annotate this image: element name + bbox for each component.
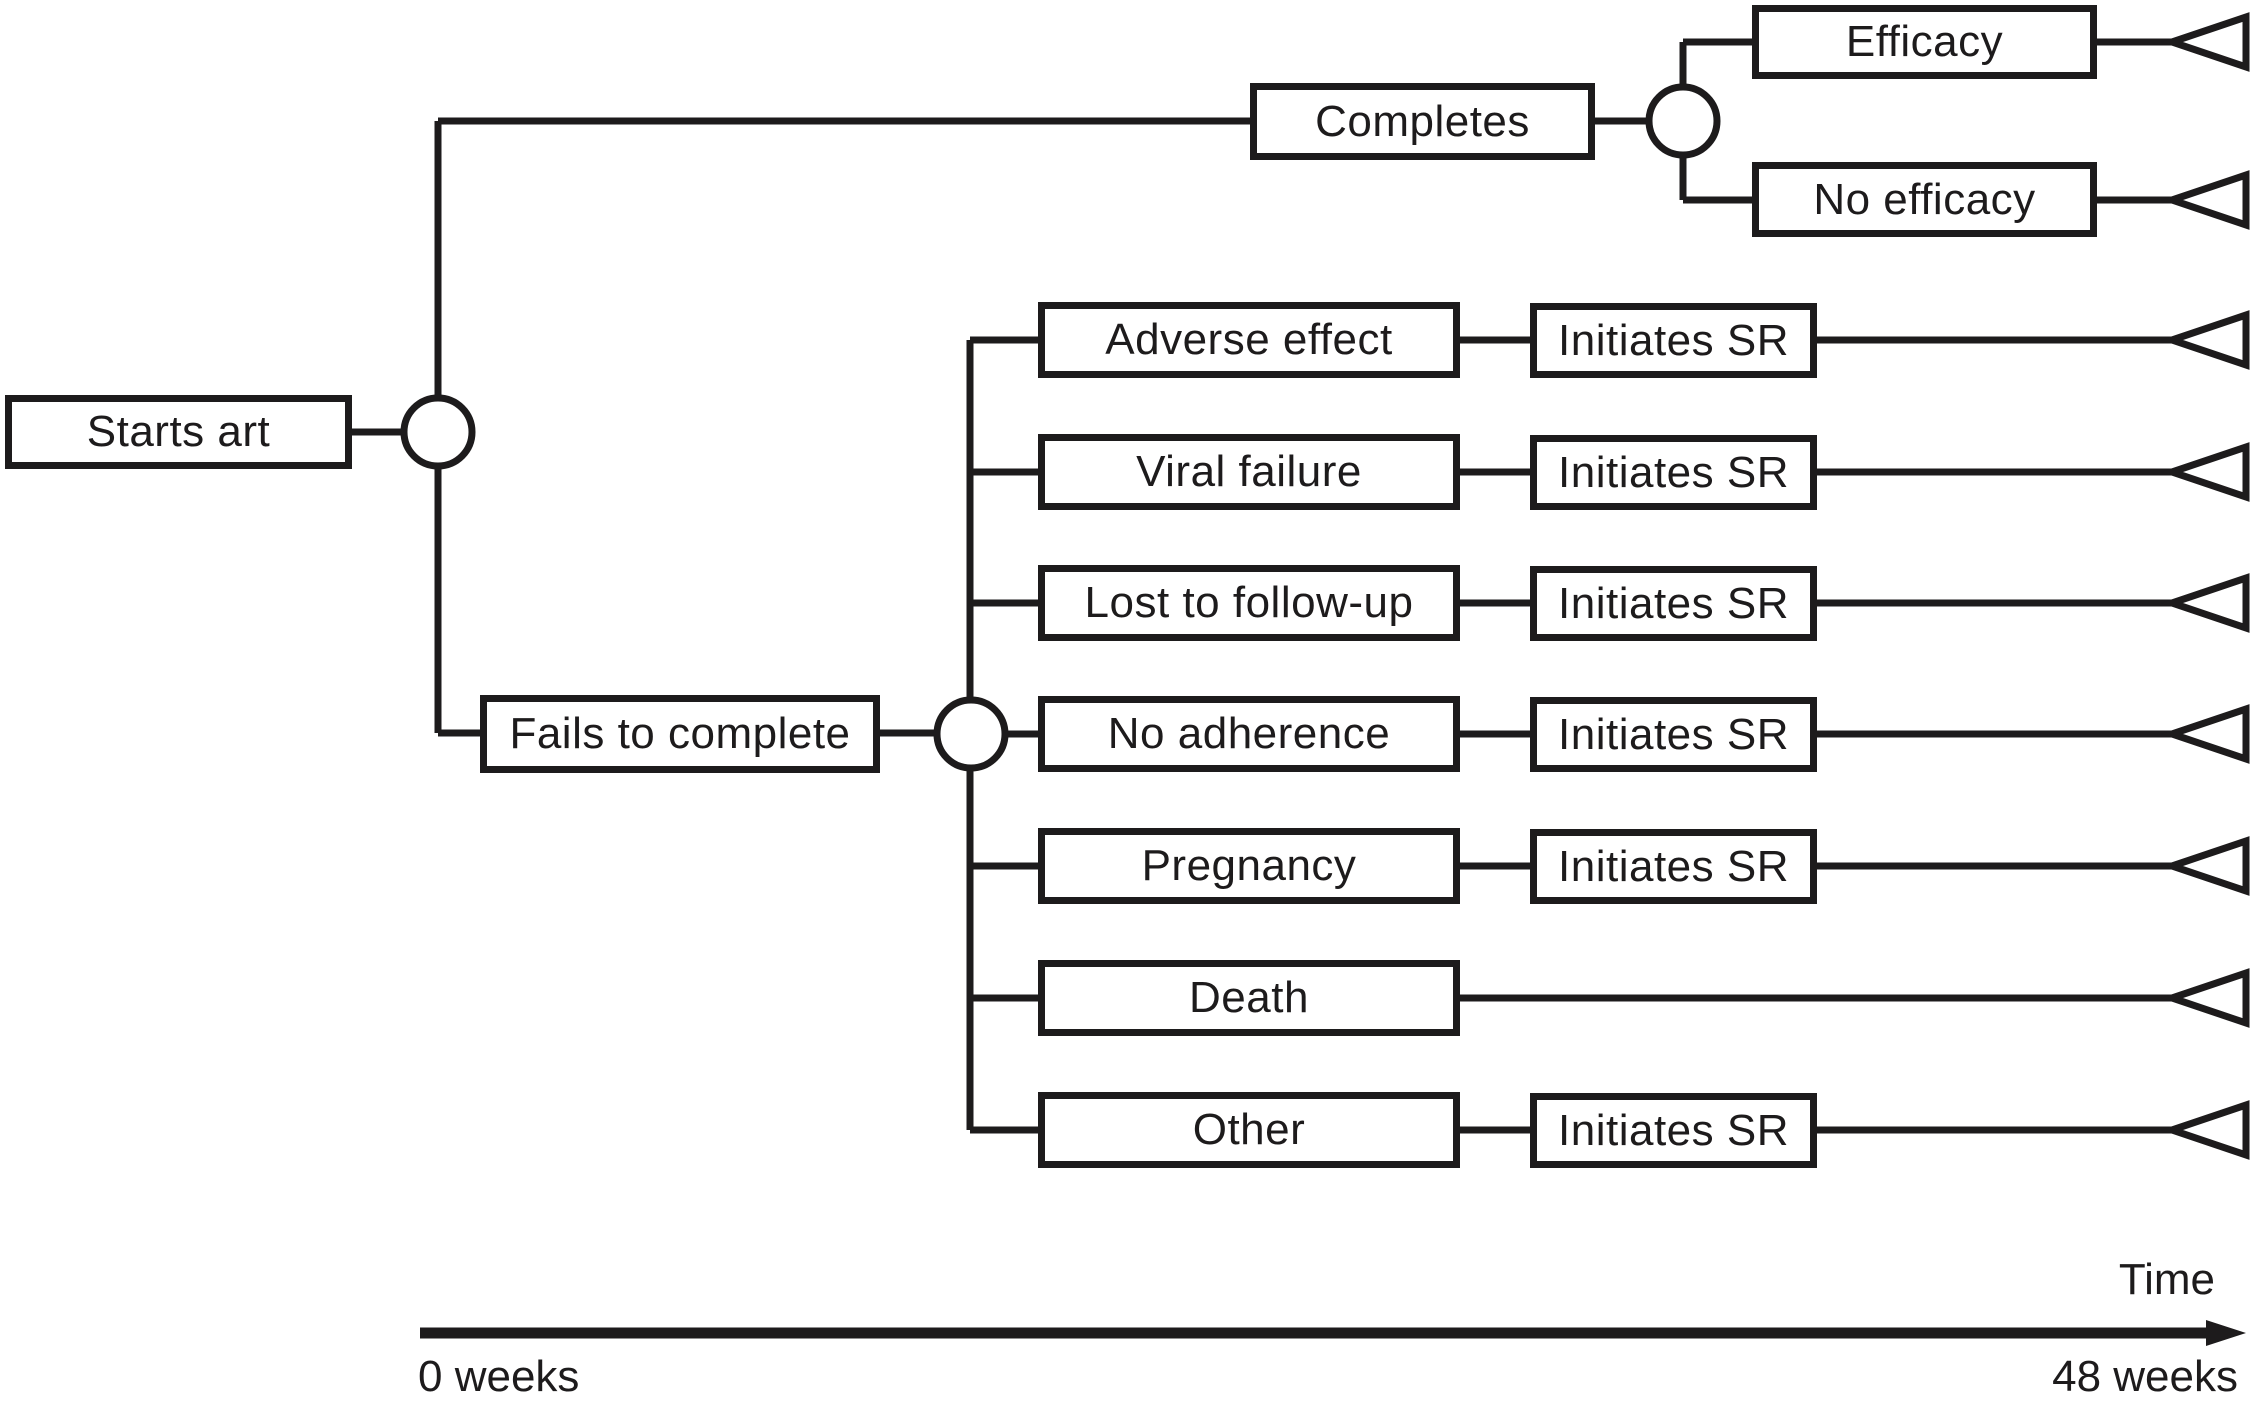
terminal-triangle-no-adherence <box>2161 704 2250 764</box>
efficacy-box: Efficacy <box>1752 5 2097 79</box>
sr-box-adverse-effect: Initiates SR <box>1530 303 1817 378</box>
outcome-box-viral-failure: Viral failure <box>1038 434 1460 510</box>
sr-box-lost-follow-up: Initiates SR <box>1530 566 1817 641</box>
outcome-box-lost-follow-up: Lost to follow-up <box>1038 565 1460 641</box>
start-art-box: Starts art <box>5 395 352 469</box>
outcome-box-adverse-effect: Adverse effect <box>1038 302 1460 378</box>
chance-node-completes <box>1645 83 1721 159</box>
terminal-triangle-death <box>2161 968 2250 1028</box>
terminal-triangle-viral-failure <box>2161 442 2250 502</box>
sr-box-no-adherence: Initiates SR <box>1530 697 1817 772</box>
sr-box-other: Initiates SR <box>1530 1093 1817 1168</box>
terminal-triangle-other <box>2161 1100 2250 1160</box>
time-axis-start-label: 0 weeks <box>418 1352 580 1401</box>
time-axis-end-label: 48 weeks <box>2052 1352 2238 1401</box>
time-axis-arrowhead-icon <box>2206 1320 2246 1346</box>
time-axis-title: Time <box>2118 1255 2215 1304</box>
sr-box-viral-failure: Initiates SR <box>1530 435 1817 510</box>
outcome-box-other: Other <box>1038 1092 1460 1168</box>
terminal-triangle-lost-follow-up <box>2161 573 2250 633</box>
outcome-box-pregnancy: Pregnancy <box>1038 828 1460 904</box>
outcome-box-no-adherence: No adherence <box>1038 696 1460 772</box>
outcome-box-death: Death <box>1038 960 1460 1036</box>
terminal-triangle-adverse-effect <box>2161 310 2250 370</box>
terminal-triangle-no-efficacy <box>2161 170 2250 230</box>
no-efficacy-box: No efficacy <box>1752 162 2097 237</box>
chance-node-fails <box>933 696 1009 772</box>
completes-box: Completes <box>1250 83 1595 160</box>
terminal-wires <box>1460 38 2172 1134</box>
terminal-triangle-pregnancy <box>2161 836 2250 896</box>
mid-connector-wires <box>1460 336 1530 1134</box>
terminal-triangle-efficacy <box>2161 12 2250 72</box>
fails-to-complete-box: Fails to complete <box>480 695 880 773</box>
chance-node-start <box>400 394 476 470</box>
sr-box-pregnancy: Initiates SR <box>1530 829 1817 904</box>
